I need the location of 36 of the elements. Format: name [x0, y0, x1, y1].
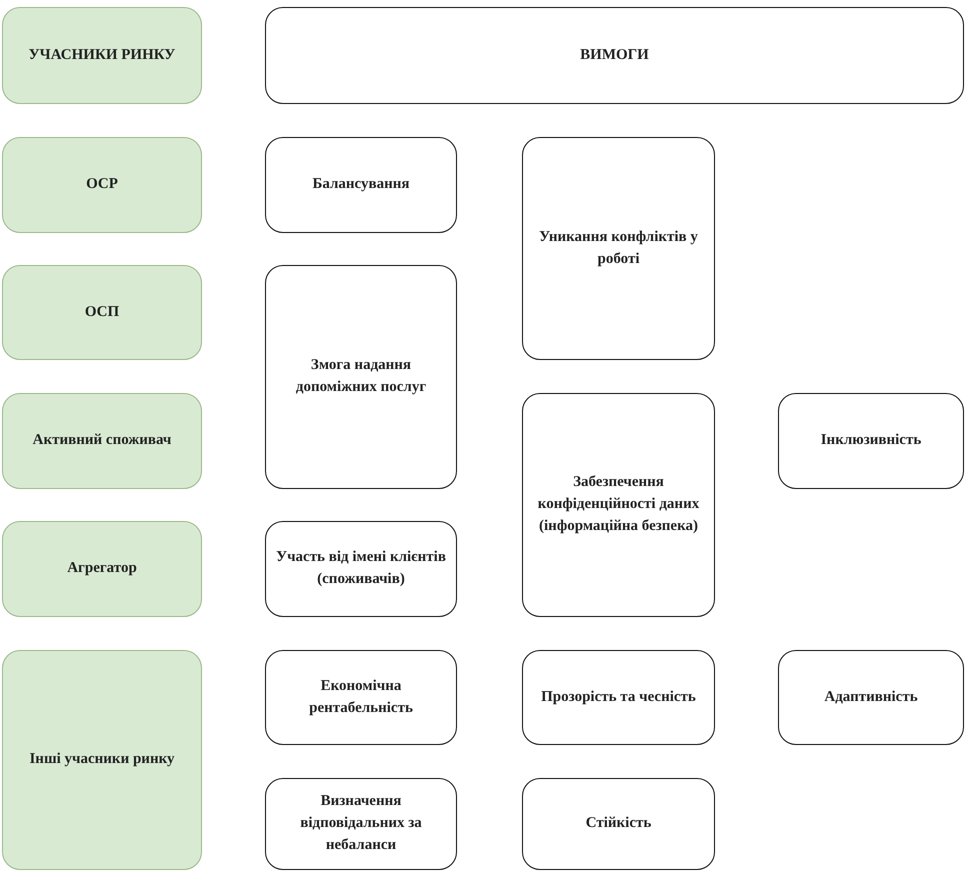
- requirement-box: [778, 393, 964, 489]
- requirement-box: [522, 393, 715, 617]
- requirement-box: [265, 265, 457, 489]
- box-label: УЧАСНИКИ РИНКУ: [28, 46, 176, 65]
- box-label: Стійкість: [586, 814, 652, 834]
- requirement-box: [265, 137, 457, 233]
- participant-box: [2, 393, 202, 489]
- requirement-box: [265, 650, 457, 745]
- participant-box: [2, 650, 202, 870]
- box-label: Балансування: [312, 175, 410, 194]
- box-label: Забезпечення конфіденційності даних (інформаційна безпека): [536, 473, 700, 536]
- box-label: Агрегатор: [67, 559, 137, 578]
- box-label: Уникання конфліктів у роботі: [538, 228, 699, 268]
- box-label: Активний споживач: [32, 431, 172, 450]
- participant-box: [2, 521, 202, 617]
- box-label: ОСР: [86, 175, 118, 194]
- box-label: Змога надання допоміжних послуг: [294, 356, 428, 397]
- box-label: Інші учасники ринку: [29, 750, 175, 770]
- box-label: Участь від імені клієнтів (споживачів): [275, 548, 447, 589]
- box-label: Прозорість та чесність: [541, 688, 696, 707]
- box-label: Визначення відповідальних за небаланси: [299, 792, 423, 855]
- requirement-box: [265, 521, 457, 617]
- participant-box: [2, 265, 202, 360]
- box-label: Економічна рентабельність: [308, 676, 414, 718]
- requirement-box: [522, 650, 715, 745]
- requirement-box: [522, 778, 715, 870]
- requirement-box: [265, 7, 964, 104]
- requirement-box: [265, 778, 457, 870]
- requirement-box: [778, 650, 964, 745]
- participant-box: [2, 7, 202, 104]
- box-label: Адаптивність: [824, 688, 918, 707]
- box-label: Інклюзивність: [820, 431, 922, 450]
- box-label: ВИМОГИ: [580, 46, 649, 65]
- requirement-box: [522, 137, 715, 360]
- participant-box: [2, 137, 202, 233]
- box-label: ОСП: [84, 302, 120, 322]
